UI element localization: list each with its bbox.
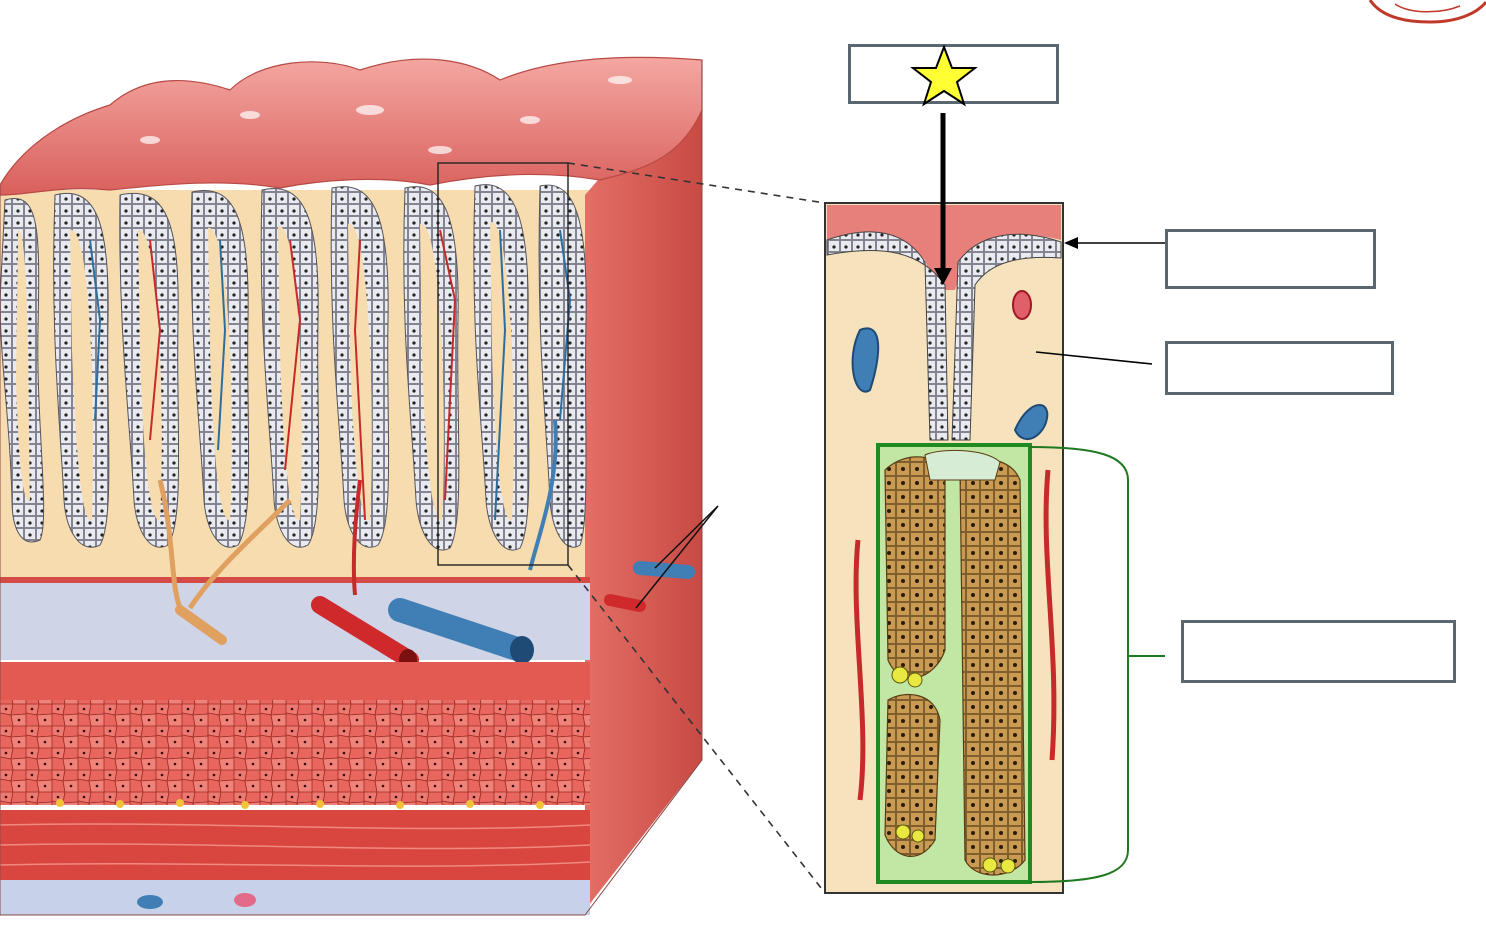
pointer-to-lamina-propria xyxy=(1035,351,1153,365)
zoom-source-rect xyxy=(437,162,569,566)
label-box-surface-epithelium[interactable] xyxy=(1165,229,1376,289)
surface-epithelium-right xyxy=(951,233,1062,441)
label-box-gland-region[interactable] xyxy=(1181,620,1456,683)
nerve-dots xyxy=(56,799,544,809)
gland-bracket xyxy=(1029,446,1165,883)
submucosal-vessels xyxy=(157,419,695,671)
magnified-gastric-pit xyxy=(824,202,1064,894)
label-box-lamina-propria[interactable] xyxy=(1165,341,1394,395)
circular-muscle-layer xyxy=(0,700,590,805)
surface-epithelium-left xyxy=(826,231,949,441)
mucosal-surface xyxy=(0,56,703,196)
surface-highlights xyxy=(140,76,632,154)
arrow-to-epithelium xyxy=(1064,237,1165,249)
label-box-top[interactable] xyxy=(848,44,1059,104)
zoom-lines xyxy=(567,162,826,894)
arrow-star-to-pit xyxy=(934,113,952,285)
block-side-face xyxy=(585,60,702,910)
tissue-block xyxy=(0,56,719,916)
muscularis-mucosae xyxy=(0,662,590,700)
gastric-folds xyxy=(0,184,587,551)
logo-icon xyxy=(1368,0,1486,24)
serosa-layer xyxy=(0,880,590,915)
longitudinal-muscle-layer xyxy=(0,810,590,880)
mucosal-capillaries xyxy=(89,229,572,521)
